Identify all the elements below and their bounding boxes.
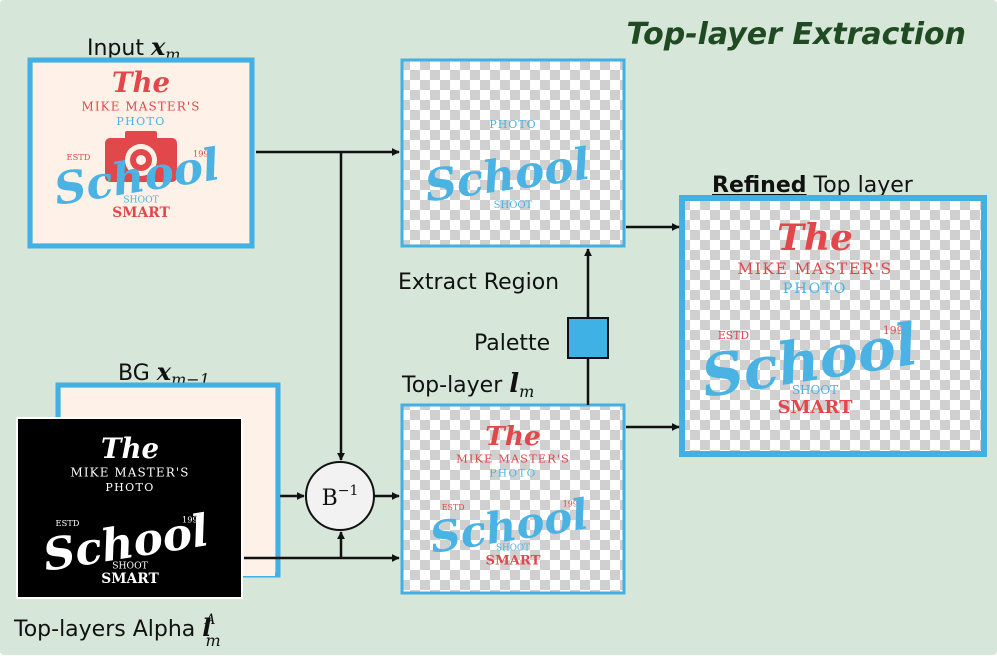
extract-shoot-text: SHOOT <box>494 200 533 211</box>
logo-the-text: The <box>101 432 159 465</box>
logo-smart-text: SMART <box>778 397 854 418</box>
palette-swatch <box>567 317 609 359</box>
logo-estd-text: ESTD <box>718 329 749 342</box>
logo-smart-text: SMART <box>101 571 159 587</box>
logo-name-text: MIKE MASTER'S <box>737 260 892 278</box>
toplayer-label: Top-layer lm <box>401 369 534 401</box>
logo-the-text: The <box>112 66 170 99</box>
logo-photo-text: PHOTO <box>489 468 536 480</box>
logo-year-text: 1998 <box>563 500 583 509</box>
refined-label: Refined Top layer <box>712 173 914 198</box>
logo-year-text: 1998 <box>883 324 911 337</box>
extract-region-image: PHOTO School SHOOT <box>400 58 626 248</box>
logo-shoot-text: SHOOT <box>792 383 838 397</box>
logo-shoot-text: SHOOT <box>112 560 148 571</box>
inverse-blend-operator: B−1 <box>305 461 375 531</box>
logo-shoot-text: SHOOT <box>123 194 159 205</box>
camera-icon <box>105 131 177 182</box>
logo-name-text: MIKE MASTER'S <box>70 465 189 479</box>
extract-region-label: Extract Region <box>398 270 559 295</box>
diagram-title: Top-layer Extraction <box>627 17 966 52</box>
logo-estd-text: ESTD <box>442 503 465 512</box>
palette-label: Palette <box>474 331 550 356</box>
extract-photo-text: PHOTO <box>489 118 536 131</box>
logo-year-text: 1998 <box>193 148 214 158</box>
svg-text:B−1: B−1 <box>322 483 359 511</box>
logo-shoot-text: SHOOT <box>496 544 530 554</box>
logo-photo-text: PHOTO <box>783 281 847 297</box>
logo-smart-text: SMART <box>486 554 541 569</box>
logo-estd-text: ESTD <box>56 518 80 528</box>
logo-the-text: The <box>777 217 853 259</box>
logo-name-text: MIKE MASTER'S <box>81 99 200 113</box>
logo-estd-text: ESTD <box>67 152 91 162</box>
input-label: Input xm <box>87 32 180 64</box>
logo-photo-text: PHOTO <box>116 115 165 128</box>
logo-photo-text: PHOTO <box>105 481 154 494</box>
logo-year-text: 1998 <box>182 514 203 524</box>
logo-the-text: The <box>485 421 541 452</box>
logo-smart-text: SMART <box>112 205 170 221</box>
logo-name-text: MIKE MASTER'S <box>456 452 570 466</box>
connectors <box>244 148 680 562</box>
